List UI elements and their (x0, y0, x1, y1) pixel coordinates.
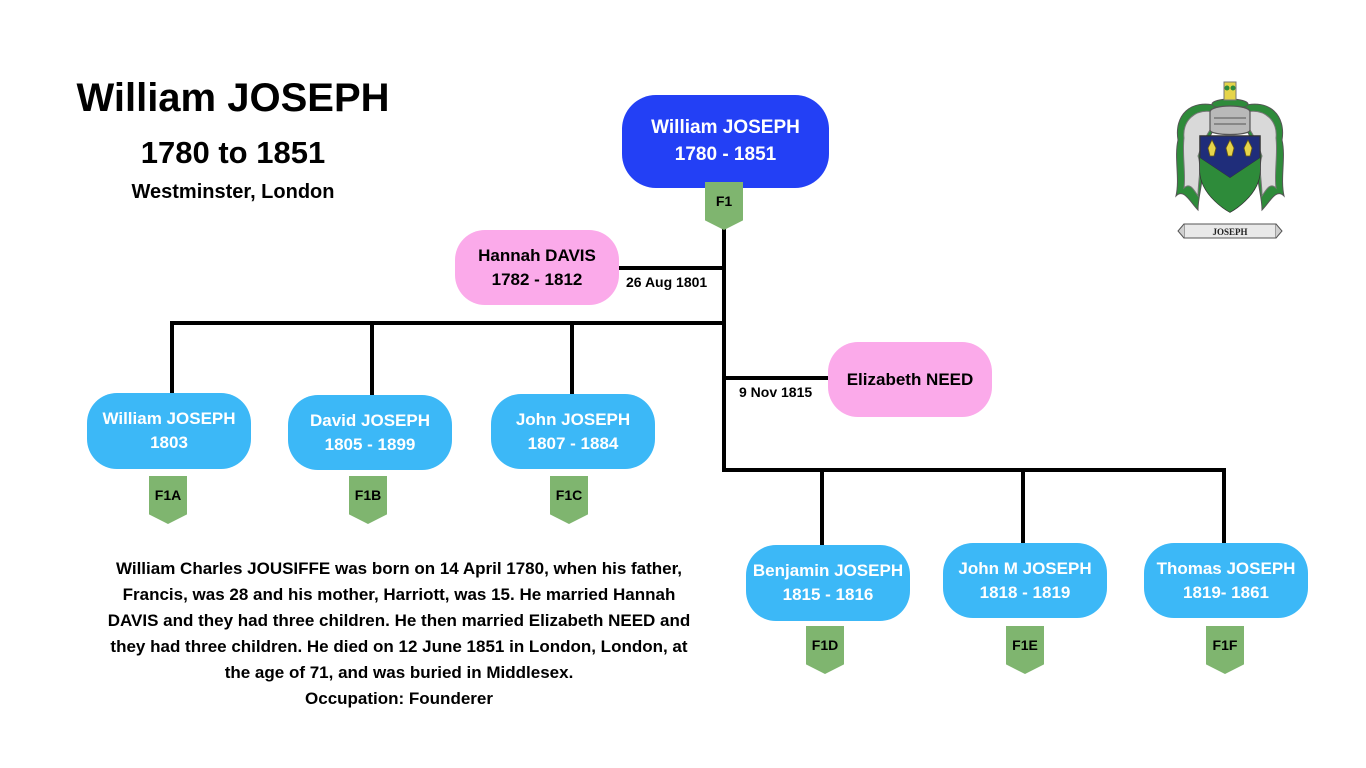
child-name: John M JOSEPH (958, 558, 1092, 578)
child-name: Thomas JOSEPH (1156, 558, 1296, 578)
marriage-date-1: 26 Aug 1801 (626, 274, 708, 290)
child-card-john[interactable]: John JOSEPH 1807 - 1884 (491, 394, 655, 469)
child-dates: 1805 - 1899 (324, 434, 416, 454)
occupation-text: Occupation: Founderer (305, 689, 493, 708)
root-person-card[interactable]: William JOSEPH 1780 - 1851 (622, 95, 829, 188)
family-tag-f1b[interactable]: F1B (349, 476, 387, 524)
family-tag-f1c[interactable]: F1C (550, 476, 588, 524)
child-name: Benjamin JOSEPH (752, 561, 904, 581)
spouse-name: Hannah DAVIS (478, 245, 596, 265)
birth-place: Westminster, London (131, 181, 335, 203)
family-tag-f1a[interactable]: F1A (149, 476, 187, 524)
spouse-card-hannah[interactable]: Hannah DAVIS 1782 - 1812 (455, 230, 619, 305)
family-tag-f1f[interactable]: F1F (1206, 626, 1244, 674)
life-dates: 1780 to 1851 (140, 135, 326, 170)
child-dates: 1803 (150, 433, 188, 452)
root-name: William JOSEPH (651, 116, 800, 138)
child-card-john-m[interactable]: John M JOSEPH 1818 - 1819 (943, 543, 1107, 618)
root-dates: 1780 - 1851 (674, 143, 777, 165)
spouse-dates: 1782 - 1812 (491, 269, 583, 289)
spouse-card-elizabeth[interactable]: Elizabeth NEED (828, 342, 992, 417)
child-dates: 1819- 1861 (1182, 582, 1270, 602)
child-card-thomas[interactable]: Thomas JOSEPH 1819- 1861 (1144, 543, 1308, 618)
marriage-date-2: 9 Nov 1815 (739, 384, 813, 400)
child-card-benjamin[interactable]: Benjamin JOSEPH 1815 - 1816 (746, 545, 910, 621)
child-name: John JOSEPH (515, 409, 631, 429)
family-tag-f1d[interactable]: F1D (806, 626, 844, 674)
child-dates: 1818 - 1819 (979, 582, 1071, 602)
page-title: William JOSEPH (76, 76, 390, 120)
child-name: William JOSEPH (102, 409, 236, 429)
biography-text: William Charles JOUSIFFE was born on 14 … (107, 559, 691, 682)
child-card-william[interactable]: William JOSEPH 1803 (87, 393, 251, 469)
crest-motto: JOSEPH (1212, 227, 1247, 237)
child-name: David JOSEPH (310, 410, 430, 430)
child-dates: 1807 - 1884 (527, 433, 619, 453)
coat-of-arms-icon: JOSEPH (1175, 81, 1285, 239)
root-family-tag[interactable]: F1 (705, 182, 743, 230)
spouse-name: Elizabeth NEED (846, 369, 974, 389)
family-tag-f1e[interactable]: F1E (1006, 626, 1044, 674)
child-dates: 1815 - 1816 (782, 585, 874, 604)
child-card-david[interactable]: David JOSEPH 1805 - 1899 (288, 395, 452, 470)
biography: William Charles JOUSIFFE was born on 14 … (98, 556, 700, 712)
